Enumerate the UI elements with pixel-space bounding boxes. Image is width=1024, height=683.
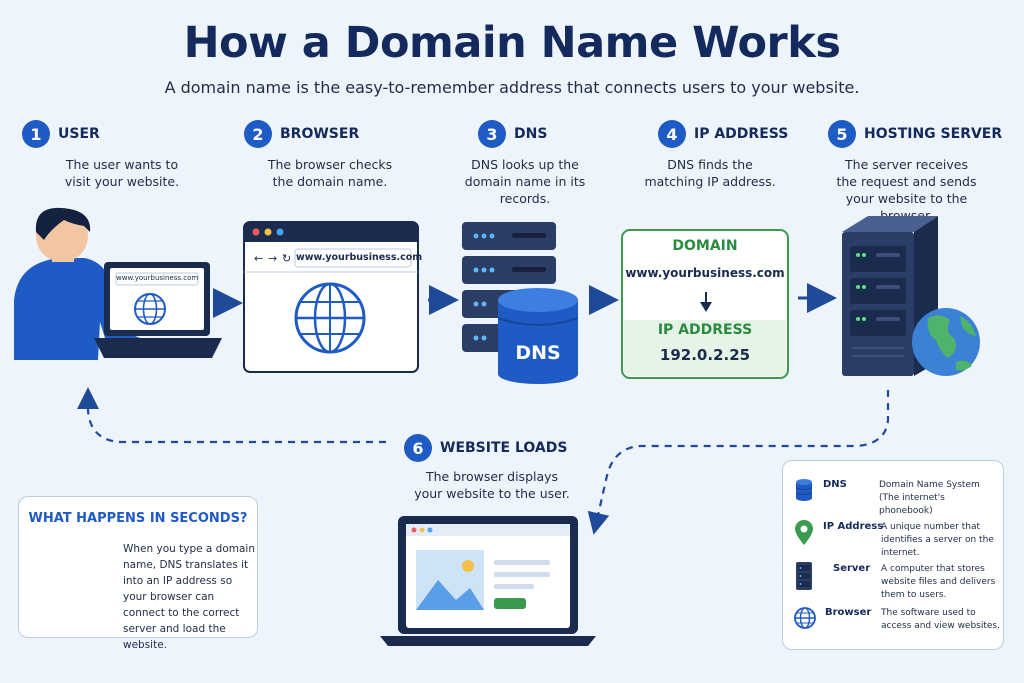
globe-icon [794,607,816,629]
legend-item-ip-address: IP Address A unique number that identifi… [793,520,998,558]
step-dns: 3 DNS DNS looks up the domain name in it… [450,120,610,207]
ip-value: 192.0.2.25 [659,346,751,364]
page-title: How a Domain Name Works [183,18,841,68]
svg-text:↻: ↻ [282,252,291,265]
step-description: The browser displays your website to the… [414,469,570,501]
ip-label: IP ADDRESS [657,322,753,338]
step-number: 3 [478,120,506,148]
laptop-url: www.yourbusiness.com [116,274,199,282]
legend-description: Domain Name System (The internet's phone… [879,480,980,516]
step-title: DNS [514,126,548,142]
step-number: 1 [22,120,50,148]
location-pin-icon [795,520,813,545]
browser-window: ← → ↻ [243,221,419,373]
page-subtitle: A domain name is the easy-to-remember ad… [164,78,860,97]
dashed-arrow-to-user [77,387,386,444]
legend-item-dns: DNS Domain Name System (The internet's p… [793,479,998,516]
legend-name: DNS [823,479,847,490]
dns-label: DNS [515,342,561,364]
step-description: DNS finds the matching IP address. [644,157,776,189]
step-title: HOSTING SERVER [864,126,1003,142]
server-icon [796,562,812,590]
website-laptop [380,516,596,646]
browser-address-bar: www.yourbusiness.com [296,252,423,263]
step-number: 6 [404,434,432,462]
legend: DNS Domain Name System (The internet's p… [782,460,1004,650]
step-browser: 2 BROWSER The browser checks the domain … [244,120,414,190]
svg-text:←: ← [254,252,263,265]
legend-name: IP Address [823,521,884,532]
step-number: 5 [828,120,856,148]
hosting-server [842,216,980,376]
domain-value: www.yourbusiness.com [625,266,785,280]
legend-item-browser: Browser The software used to access and … [793,607,1000,643]
user-laptop [94,262,222,358]
step-number: 2 [244,120,272,148]
step-title: BROWSER [280,126,360,142]
svg-text:→: → [268,252,277,265]
step-number: 4 [658,120,686,148]
step-ip-address: 4 IP ADDRESS DNS finds the matching IP a… [640,120,790,190]
info-box: WHAT HAPPENS IN SECONDS? When you type a… [18,496,258,651]
dashed-arrow-to-laptop [587,390,890,535]
step-description: The user wants to visit your website. [64,157,180,189]
ip-card [621,229,789,379]
legend-name: Server [833,563,871,574]
legend-name: Browser [825,607,872,618]
step-title: USER [58,126,100,142]
dns-server-stack [462,222,579,384]
legend-description: A unique number that identifies a server… [881,522,994,558]
step-description: DNS looks up the domain name in its reco… [464,157,586,206]
info-box-text: When you type a domain name, DNS transla… [123,543,256,651]
step-hosting-server: 5 HOSTING SERVER The server receives the… [828,120,1008,224]
legend-description: The software used to access and view web… [881,608,1000,631]
step-user: 1 USER The user wants to visit your webs… [22,120,192,190]
step-title: IP ADDRESS [694,126,789,142]
step-website-loads: 6 WEBSITE LOADS The browser displays you… [404,434,584,502]
step-description: The browser checks the domain name. [267,157,393,189]
domain-label: DOMAIN [672,238,738,254]
step-description: The server receives the request and send… [836,157,977,223]
legend-description: A computer that stores website files and… [881,564,996,600]
database-icon [795,479,813,501]
legend-item-server: Server A computer that stores website fi… [793,562,998,600]
step-title: WEBSITE LOADS [440,440,568,456]
info-box-title: WHAT HAPPENS IN SECONDS? [28,511,248,526]
